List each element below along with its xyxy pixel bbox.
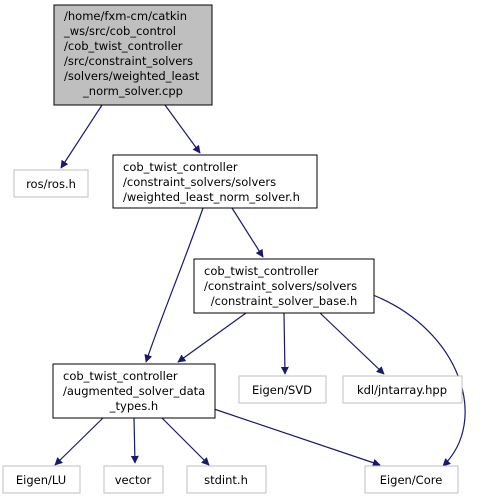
edge-base-to-kdl [319, 312, 385, 375]
edge-aug-to-vector [130, 417, 139, 464]
node-aug-line-2: /augmented_solver_data [63, 384, 205, 398]
node-main-source-file[interactable]: /home/fxm-cm/catkin _ws/src/cob_control … [53, 4, 213, 106]
edge-base-to-svd [280, 312, 289, 375]
edge-main-to-wln [164, 104, 201, 154]
node-vector[interactable]: vector [103, 465, 164, 494]
node-main-line-2: _ws/src/cob_control [63, 24, 176, 38]
edge-wln-to-aug [144, 207, 204, 363]
edge-wln-to-base [231, 207, 264, 258]
node-lu-label: Eigen/LU [16, 473, 66, 487]
node-core-label: Eigen/Core [380, 473, 443, 487]
node-ros-header[interactable]: ros/ros.h [13, 169, 89, 198]
node-ros-label: ros/ros.h [26, 177, 76, 191]
node-eigen-svd[interactable]: Eigen/SVD [238, 375, 327, 404]
node-kdl-label: kdl/jntarray.hpp [357, 383, 447, 397]
node-vector-label: vector [115, 473, 152, 487]
node-base-line-3: /constraint_solver_base.h [211, 294, 357, 308]
node-stdint[interactable]: stdint.h [186, 465, 267, 494]
node-main-line-6: _norm_solver.cpp [82, 84, 183, 98]
node-aug-line-1: cob_twist_controller [63, 369, 178, 383]
edge-aug-to-lu [54, 415, 106, 466]
node-base-line-2: /constraint_solvers/solvers [204, 279, 357, 293]
edge-main-to-ros [60, 104, 103, 169]
node-aug-line-3: _types.h [109, 399, 158, 413]
node-augmented-solver-data-types-header[interactable]: cob_twist_controller /augmented_solver_d… [52, 363, 216, 419]
edge-aug-to-core [213, 408, 381, 467]
node-main-line-3: /cob_twist_controller [64, 39, 183, 53]
edge-base-to-aug [177, 312, 247, 363]
node-main-line-1: /home/fxm-cm/catkin [64, 9, 187, 23]
node-wln-line-3: /weighted_least_norm_solver.h [123, 190, 300, 204]
node-wln-line-1: cob_twist_controller [123, 160, 238, 174]
node-wln-line-2: /constraint_solvers/solvers [123, 175, 276, 189]
node-base-line-1: cob_twist_controller [204, 264, 319, 278]
node-main-line-5: /solvers/weighted_least [64, 69, 200, 83]
node-kdl-jntarray[interactable]: kdl/jntarray.hpp [342, 375, 463, 404]
node-constraint-solver-base-header[interactable]: cob_twist_controller /constraint_solvers… [193, 258, 375, 314]
node-stdint-label: stdint.h [204, 473, 248, 487]
node-eigen-lu[interactable]: Eigen/LU [2, 465, 81, 494]
node-main-line-4: /src/constraint_solvers [64, 54, 193, 68]
node-svd-label: Eigen/SVD [252, 383, 312, 397]
node-weighted-least-norm-header[interactable]: cob_twist_controller /constraint_solvers… [112, 154, 318, 209]
edges [54, 104, 466, 467]
node-eigen-core[interactable]: Eigen/Core [364, 465, 459, 494]
edge-aug-to-stdint [159, 415, 210, 466]
